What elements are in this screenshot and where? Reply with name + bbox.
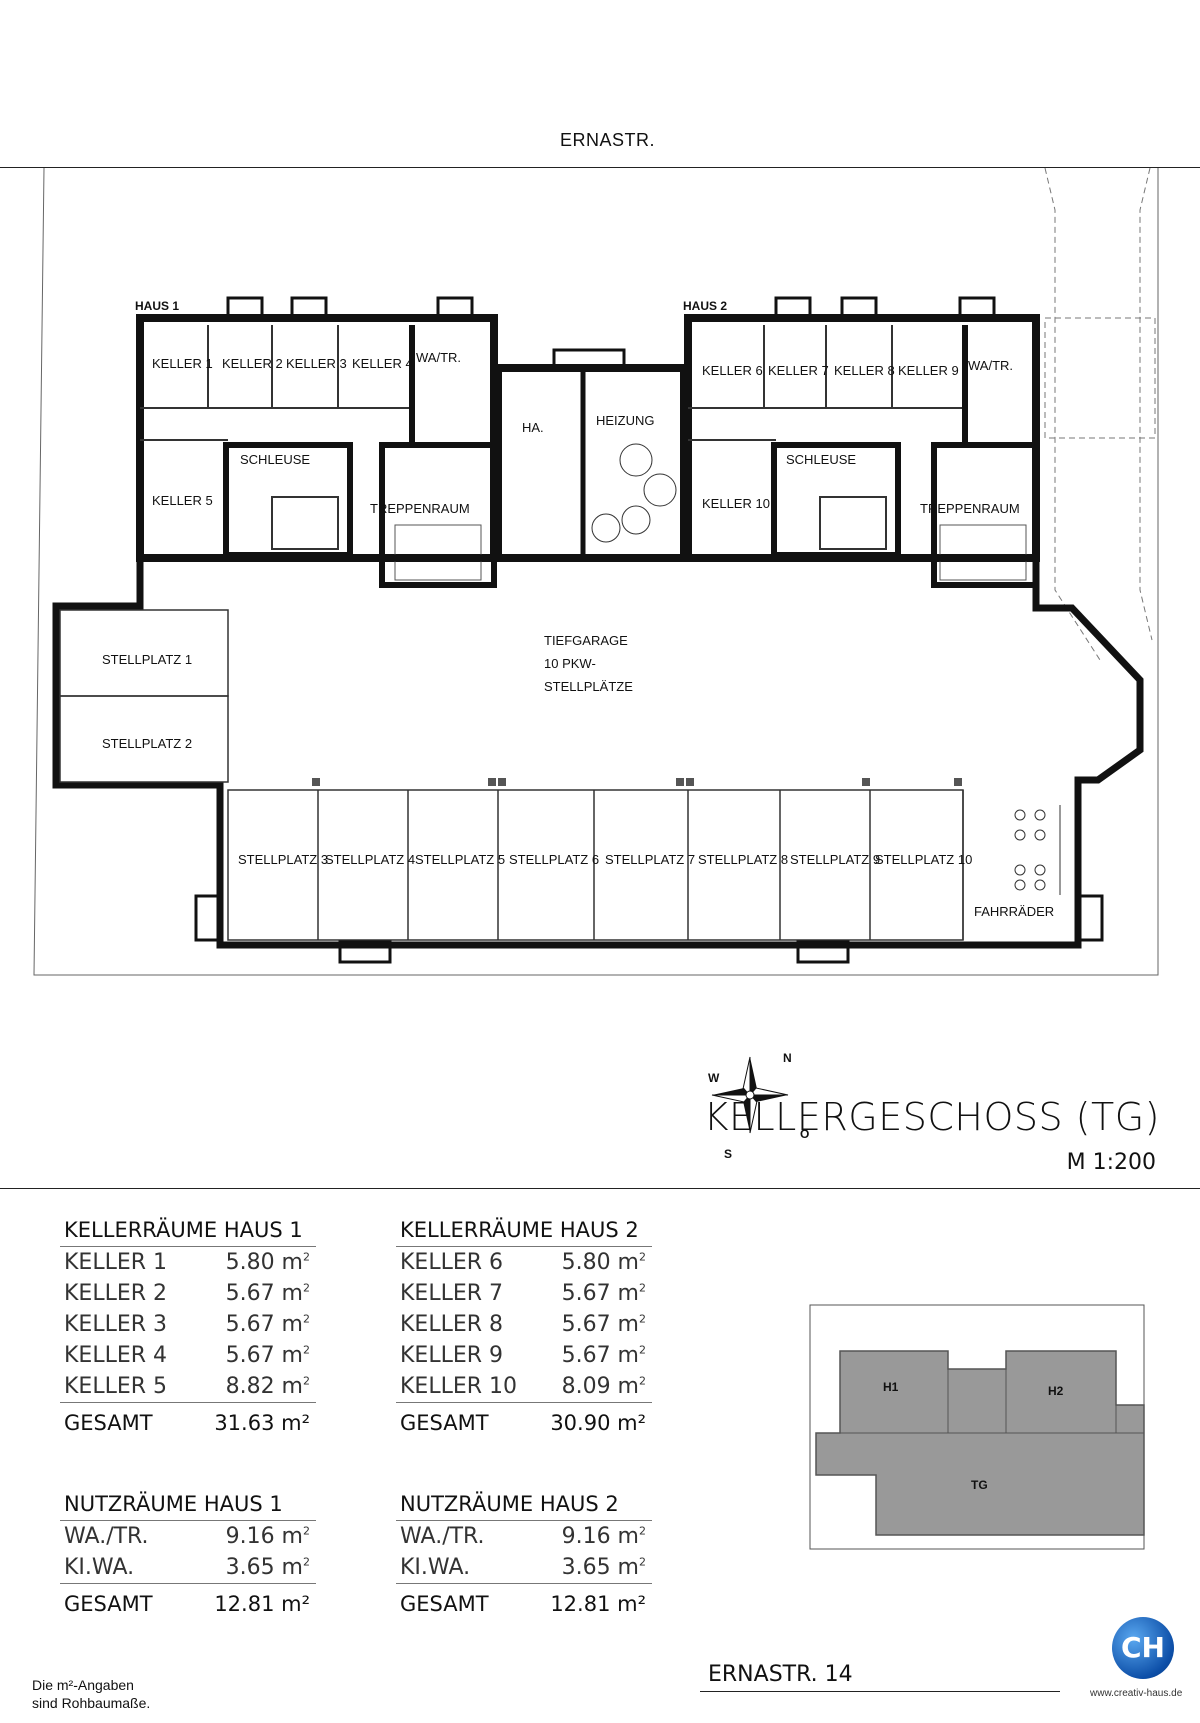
stellplatz9-label: STELLPLATZ 9 (790, 852, 880, 867)
nutz-haus2-table: NUTZRÄUME HAUS 2 WA./TR.9.16 m2 KI.WA.3.… (396, 1492, 652, 1619)
stellplatz1-label: STELLPLATZ 1 (102, 652, 192, 667)
page-title: KELLERGESCHOSS (TG) (703, 1095, 1160, 1139)
compass-icon (711, 1056, 789, 1134)
key-plan: H1 H2 TG (809, 1304, 1145, 1550)
haus2-block (684, 296, 1040, 588)
company-logo: CH (1112, 1617, 1174, 1679)
lightwell-1 (338, 940, 392, 964)
area-note: Die m²-Angaben sind Rohbaumaße. (32, 1676, 150, 1712)
table-heading: KELLERRÄUME HAUS 1 (60, 1218, 316, 1247)
company-url: www.creativ-haus.de (1090, 1688, 1183, 1699)
keller8-label: KELLER 8 (834, 363, 895, 378)
keller7-label: KELLER 7 (768, 363, 829, 378)
fahrraeder-label: FAHRRÄDER (974, 904, 1054, 919)
keller5-label: KELLER 5 (152, 493, 213, 508)
table-heading: NUTZRÄUME HAUS 1 (60, 1492, 316, 1521)
plot-boundary (33, 167, 1159, 976)
compass-o: O (800, 1127, 809, 1141)
haus1-label: HAUS 1 (135, 299, 179, 313)
area-note-line2: sind Rohbaumaße. (32, 1695, 151, 1711)
keller6-label: KELLER 6 (702, 363, 763, 378)
area-note-line1: Die m²-Angaben (32, 1677, 134, 1693)
tiefgarage-label: TIEFGARAGE (544, 633, 628, 648)
compass-w: W (708, 1071, 720, 1085)
keller3-label: KELLER 3 (286, 356, 347, 371)
table-row: KI.WA.3.65 m2 (400, 1555, 646, 1580)
ramp-outline (1044, 167, 1156, 661)
watr2-label: WA/TR. (968, 358, 1013, 373)
tiefgarage-count: 10 PKW- (544, 656, 596, 671)
address-underline (700, 1691, 1060, 1692)
keller1-label: KELLER 1 (152, 356, 213, 371)
lightwell-3 (194, 894, 224, 942)
keller9-label: KELLER 9 (898, 363, 959, 378)
stellplatz5-label: STELLPLATZ 5 (415, 852, 505, 867)
keyplan-h2: H2 (1048, 1384, 1064, 1398)
stellplatz2-box (59, 695, 229, 783)
keyplan-h1: H1 (883, 1380, 899, 1394)
title-divider (0, 1188, 1200, 1189)
keller4-label: KELLER 4 (352, 356, 413, 371)
keller2-label: KELLER 2 (222, 356, 283, 371)
haus1-block (136, 296, 498, 588)
watr1-label: WA/TR. (416, 350, 461, 365)
stellplatz-row (227, 789, 964, 941)
keyplan-tg: TG (971, 1478, 988, 1492)
middle-technical-block (494, 348, 688, 562)
compass-s: S (724, 1147, 732, 1161)
stellplatz7-label: STELLPLATZ 7 (605, 852, 695, 867)
stellplatz10-label: STELLPLATZ 10 (875, 852, 972, 867)
compass-n: N (783, 1051, 792, 1065)
table-row: KI.WA.3.65 m2 (64, 1555, 310, 1580)
street-name-top: ERNASTR. (560, 130, 656, 150)
scale-label: M 1:200 (1066, 1150, 1156, 1175)
schleuse2-label: SCHLEUSE (786, 452, 856, 467)
heizung-label: HEIZUNG (596, 413, 655, 428)
garage-outline (52, 554, 1144, 949)
stellplatz8-label: STELLPLATZ 8 (698, 852, 788, 867)
table-row: WA./TR.9.16 m2 (400, 1524, 646, 1549)
table-heading: KELLERRÄUME HAUS 2 (396, 1218, 652, 1247)
street-line (0, 167, 1200, 168)
lightwell-4 (1074, 894, 1104, 942)
stellplatz4-label: STELLPLATZ 4 (325, 852, 415, 867)
floor-plan: HAUS 1 HAUS 2 KELLER 1 KELLER 2 KELLER 3… (33, 167, 1159, 1161)
haus2-label: HAUS 2 (683, 299, 727, 313)
keller10-label: KELLER 10 (702, 496, 770, 511)
nutz-haus1-table: NUTZRÄUME HAUS 1 WA./TR.9.16 m2 KI.WA.3.… (60, 1492, 316, 1619)
ha-label: HA. (522, 420, 544, 435)
address-label: ERNASTR. 14 (708, 1662, 853, 1687)
table-row: WA./TR.9.16 m2 (64, 1524, 310, 1549)
lightwell-2 (796, 940, 850, 964)
treppenraum1-label: TREPPENRAUM (370, 501, 470, 516)
tiefgarage-stellplaetze: STELLPLÄTZE (544, 679, 633, 694)
treppenraum2-label: TREPPENRAUM (920, 501, 1020, 516)
bike-icons (1014, 805, 1061, 895)
schleuse1-label: SCHLEUSE (240, 452, 310, 467)
columns (312, 778, 962, 786)
stellplatz3-label: STELLPLATZ 3 (238, 852, 328, 867)
table-heading: NUTZRÄUME HAUS 2 (396, 1492, 652, 1521)
stellplatz2-label: STELLPLATZ 2 (102, 736, 192, 751)
stellplatz6-label: STELLPLATZ 6 (509, 852, 599, 867)
